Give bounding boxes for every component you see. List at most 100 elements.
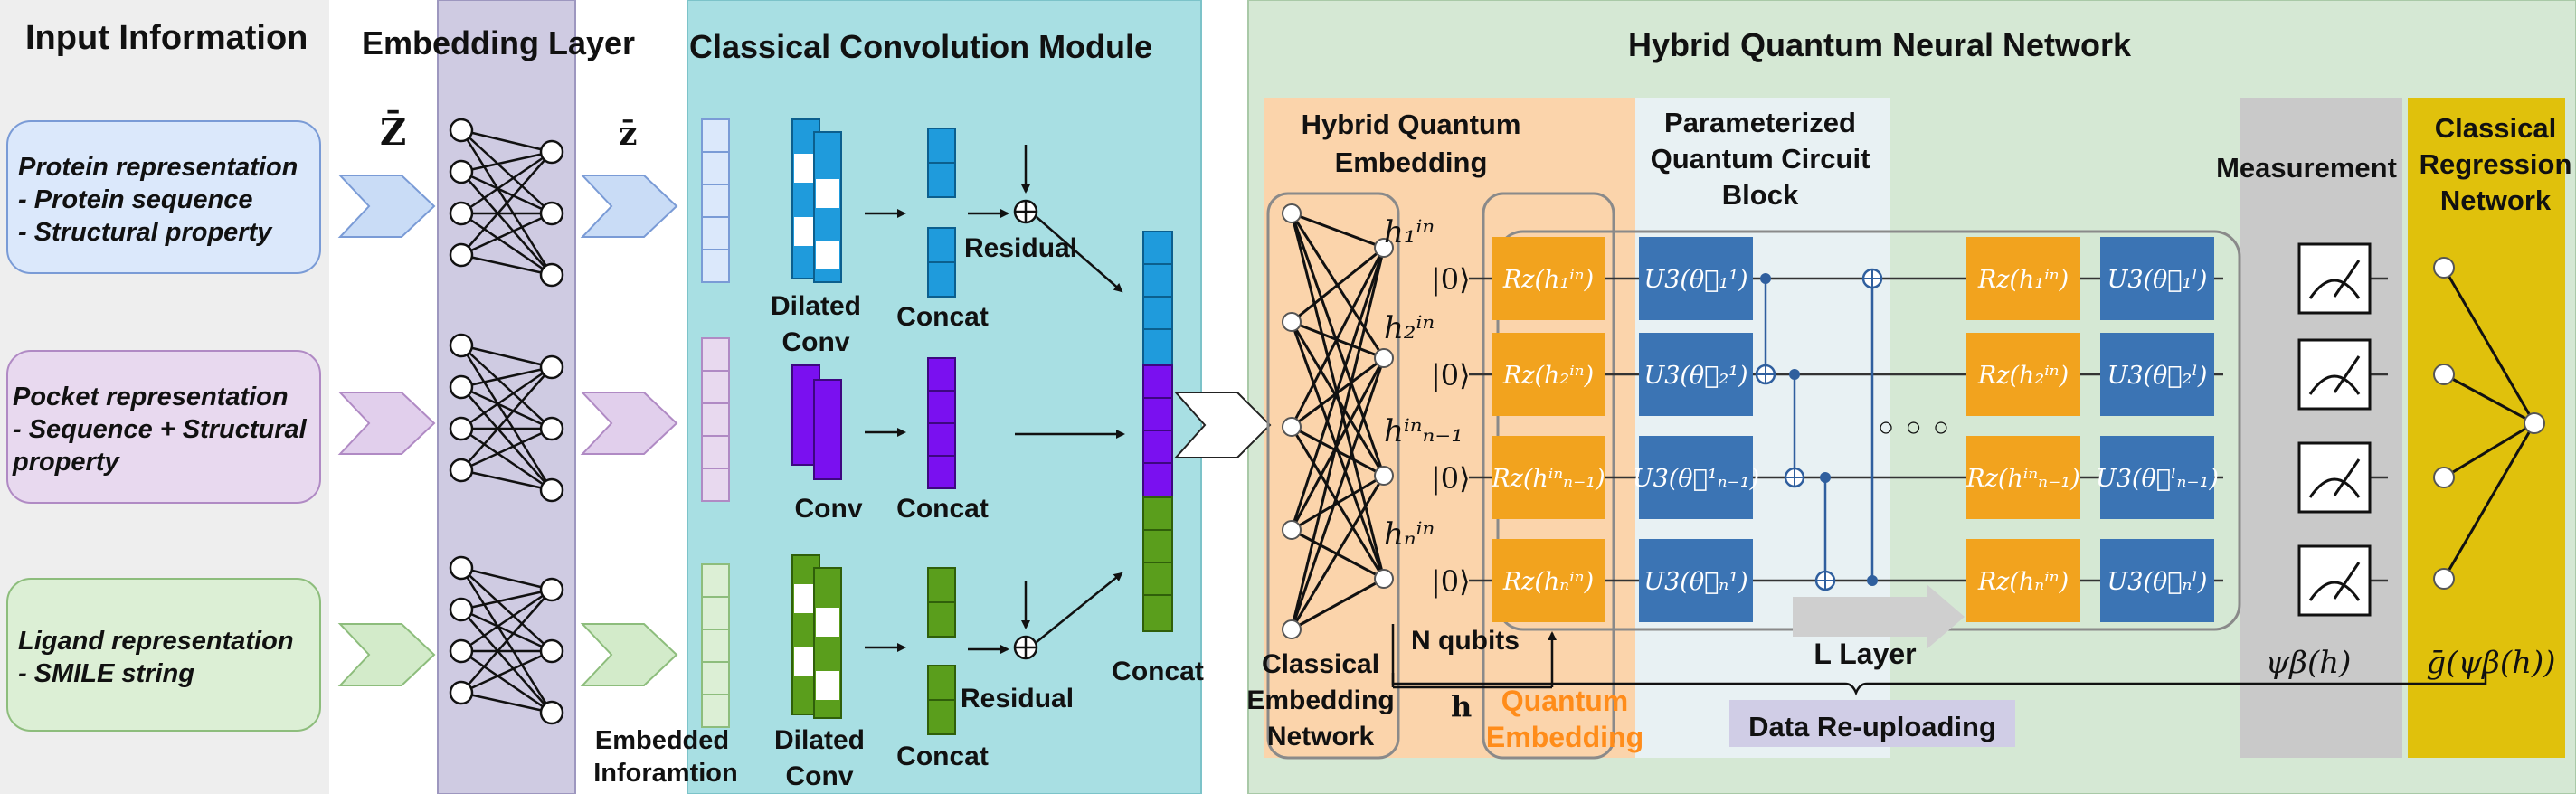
classical-embedding-label-2: Embedding (1246, 685, 1394, 715)
classical-embedding-network (1282, 203, 1394, 639)
meter-arc (2308, 279, 2361, 299)
concat-protein (927, 128, 956, 298)
input-protein-line-3: - Structural property (18, 218, 273, 247)
rz-gate-layer-l-label: Rz(hⁱⁿₙ₋₁) (1965, 465, 2079, 493)
regression-edge (2443, 421, 2535, 479)
embed-node (1374, 238, 1394, 258)
qubit-input-label: hₙⁱⁿ (1384, 516, 1435, 553)
cnot-control (1760, 273, 1771, 284)
pqc-title-1: Parameterized (1664, 107, 1856, 138)
l-layer-label: L Layer (1814, 638, 1916, 670)
meter-box (2297, 441, 2372, 514)
regression-edge (2443, 373, 2535, 425)
net-edge (460, 171, 553, 276)
measurement-title: Measurement (2216, 152, 2397, 184)
meter-arc (2308, 477, 2361, 498)
dilated-conv-label-2b: Conv (786, 761, 854, 791)
net-edge (460, 253, 553, 277)
concat-pocket (927, 357, 956, 489)
input-ligand-line-2: - SMILE string (18, 659, 194, 688)
net-node (539, 416, 564, 441)
regression-output-node (2524, 412, 2545, 434)
embed-edge (1291, 474, 1385, 532)
ellipsis-dots: ○ ○ ○ (1878, 412, 1951, 442)
concat-ligand (927, 567, 956, 735)
embed-edge (1290, 247, 1386, 531)
u3-gate-box (1639, 436, 1753, 519)
net-node (449, 242, 474, 268)
net-node (539, 700, 564, 725)
embed-node (1282, 203, 1302, 223)
meter-needle (2333, 355, 2361, 393)
classical-embedding-label-3: Network (1267, 722, 1375, 751)
meter-needle (2333, 260, 2361, 298)
net-edge (460, 691, 553, 714)
u3-gate-label: U3(θ⃗ₙ¹) (1643, 568, 1747, 596)
dilated-conv-ligand (791, 554, 842, 719)
u3-gate-box (1639, 333, 1753, 416)
regression-node (2433, 257, 2455, 279)
reupload-brace (1391, 673, 2487, 696)
input-title: Input Information (25, 19, 308, 57)
regression-edge (2442, 422, 2536, 580)
conv-title: Classical Convolution Module (689, 28, 1152, 65)
net-node (449, 597, 474, 622)
u3-gate-label: U3(θ⃗¹ₙ₋₁) (1633, 465, 1759, 493)
rz-gate-box (1492, 539, 1605, 622)
data-reuploading-label: Data Re-uploading (1748, 711, 1996, 742)
net-edge (460, 129, 553, 214)
residual-protein (968, 145, 1123, 293)
input-pocket-line-2: - Sequence + Structural (13, 415, 308, 444)
net-edge (460, 588, 553, 611)
regression-node (2433, 568, 2455, 590)
rz-gate-layer-l-box (1966, 436, 2080, 519)
rz-gate-box (1492, 237, 1605, 320)
embed-edge (1290, 321, 1386, 477)
hqe-title-2: Embedding (1335, 147, 1488, 178)
embed-edge (1290, 357, 1386, 630)
crn-title-3: Network (2440, 184, 2552, 216)
meter-arc (2308, 374, 2361, 395)
input-ligand: Ligand representation - SMILE string (6, 578, 321, 732)
rz-gate-label: Rz(h₂ⁱⁿ) (1502, 362, 1594, 390)
embed-edge (1291, 212, 1385, 250)
conv-label: Conv (795, 494, 863, 524)
net-node (539, 477, 564, 503)
n-qubits-label: N qubits (1411, 626, 1520, 656)
net-edge (460, 344, 553, 369)
rz-gate-box (1492, 333, 1605, 416)
net-edge (460, 588, 553, 653)
residual-label-2: Residual (961, 684, 1074, 714)
u3-gate-layer-l-box (2100, 539, 2214, 622)
net-node (449, 159, 474, 184)
classical-embedding-label-1: Classical (1262, 649, 1379, 679)
rz-gate-box (1492, 436, 1605, 519)
embed-edge (1290, 247, 1386, 428)
rz-gate-layer-l-box (1966, 333, 2080, 416)
concat-label-3: Concat (896, 742, 989, 771)
embed-edge (1291, 246, 1385, 324)
net-edge (460, 212, 553, 257)
net-node (449, 201, 474, 226)
embed-edge (1291, 425, 1385, 477)
input-protein-line-1: Protein representation (18, 153, 298, 182)
net-node (539, 201, 564, 226)
net-edge (460, 385, 553, 430)
meter-needle (2333, 458, 2361, 496)
psi-label: ψβ(h) (2266, 645, 2352, 681)
hqe-title-1: Hybrid Quantum (1302, 109, 1521, 140)
z-bar-symbol: Z̄ (380, 111, 406, 154)
net-edge (460, 150, 553, 174)
ket-zero: |0⟩ (1431, 358, 1471, 392)
dilated-conv-label-1a: Dilated (771, 291, 861, 321)
z-bar-small-symbol: z̄ (619, 115, 637, 153)
net-edge (460, 566, 553, 591)
concat-label-2: Concat (896, 494, 989, 524)
net-edge (460, 608, 553, 653)
regression-node (2433, 364, 2455, 385)
net-edge (460, 365, 553, 389)
ket-zero: |0⟩ (1431, 461, 1471, 496)
concat-label-1: Concat (896, 302, 989, 332)
rz-gate-label: Rz(h₁ⁱⁿ) (1502, 266, 1594, 294)
net-edge (460, 128, 553, 154)
